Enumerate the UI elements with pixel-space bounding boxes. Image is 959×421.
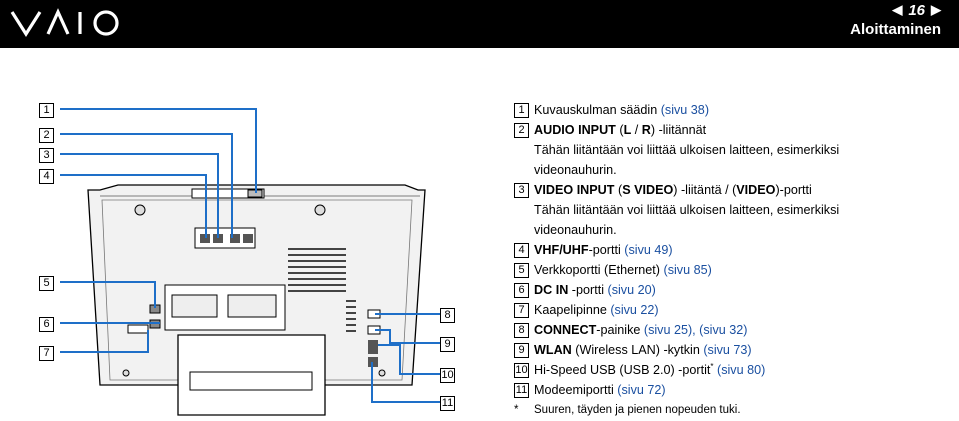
callout-2: 2	[39, 128, 54, 143]
legend-title: Kuvauskulman säädin (sivu 38)	[534, 100, 954, 120]
legend-item-10: 10 Hi-Speed USB (USB 2.0) -portit* (sivu …	[514, 360, 954, 380]
legend-text: VIDEO	[736, 183, 776, 197]
legend-text: R	[641, 123, 651, 137]
legend-item-5: 5 Verkkoportti (Ethernet) (sivu 85)	[514, 260, 954, 280]
legend-number: 9	[514, 343, 529, 358]
callout-5: 5	[39, 276, 54, 291]
page-number: 16	[908, 1, 925, 19]
legend-text: CONNECT	[534, 323, 597, 337]
legend-text: (Wireless LAN) -kytkin	[571, 343, 704, 357]
page-reference-link[interactable]: (sivu 38)	[660, 103, 710, 117]
legend-text: Modeemiportti	[534, 383, 618, 397]
section-title: Aloittaminen	[850, 21, 941, 38]
legend-text: Verkkoportti (Ethernet)	[534, 263, 664, 277]
legend-number: 7	[514, 303, 529, 318]
footnote-marker: *	[710, 361, 714, 371]
legend-title: Verkkoportti (Ethernet) (sivu 85)	[534, 260, 954, 280]
legend-text: L	[623, 123, 632, 137]
callout-4: 4	[39, 169, 54, 184]
legend-title: CONNECT-painike (sivu 25), (sivu 32)	[534, 320, 954, 340]
legend-title: Modeemiportti (sivu 72)	[534, 380, 954, 400]
page-reference-link[interactable]: (sivu 22)	[610, 303, 659, 317]
callout-9: 9	[440, 337, 455, 352]
legend-text: )-portti	[775, 183, 812, 197]
legend-title: VHF/UHF-portti (sivu 49)	[534, 240, 954, 260]
footnote-text: Suuren, täyden ja pienen nopeuden tuki.	[534, 404, 741, 416]
legend-item-11: 11 Modeemiportti (sivu 72)	[514, 380, 954, 400]
legend-number: 4	[514, 243, 529, 258]
legend-item-9: 9 WLAN (Wireless LAN) -kytkin (sivu 73)	[514, 340, 954, 360]
legend-number: 3	[514, 183, 529, 198]
callout-11: 11	[440, 396, 455, 411]
legend-number: 5	[514, 263, 529, 278]
callout-6: 6	[39, 317, 54, 332]
legend-text: -portti	[588, 243, 625, 257]
legend-text: VIDEO INPUT	[534, 183, 615, 197]
legend-text: S VIDEO	[622, 183, 674, 197]
next-page-arrow-icon[interactable]: ▶	[931, 2, 941, 17]
legend-text: ) -liitäntä / (	[673, 183, 737, 197]
page-reference-link[interactable]: (sivu 20)	[607, 283, 656, 297]
legend-title: VIDEO INPUT (S VIDEO) -liitäntä / (VIDEO…	[534, 180, 954, 200]
page-reference-link[interactable]: (sivu 25), (sivu 32)	[643, 323, 748, 337]
callout-8: 8	[440, 308, 455, 323]
legend-description: Tähän liitäntään voi liittää ulkoisen la…	[534, 203, 840, 237]
legend-title: DC IN -portti (sivu 20)	[534, 280, 954, 300]
page-reference-link[interactable]: (sivu 72)	[617, 383, 666, 397]
legend-title: Kaapelipinne (sivu 22)	[534, 300, 954, 320]
legend-text: (	[615, 123, 624, 137]
vaio-logo	[10, 8, 119, 37]
footnote: * Suuren, täyden ja pienen nopeuden tuki.	[514, 400, 954, 420]
legend-text: -painike	[596, 323, 644, 337]
callout-10: 10	[440, 368, 455, 383]
legend-text: (	[614, 183, 623, 197]
legend-text: VHF/UHF	[534, 243, 589, 257]
legend-title: Hi-Speed USB (USB 2.0) -portit* (sivu 80…	[534, 360, 954, 380]
page-reference-link[interactable]: (sivu 85)	[663, 263, 712, 277]
previous-page-arrow-icon[interactable]: ◀	[892, 2, 903, 17]
page-reference-link[interactable]: (sivu 80)	[717, 363, 766, 377]
legend-text: -portti	[568, 283, 608, 297]
legend-number: 10	[514, 363, 529, 378]
legend-number: 8	[514, 323, 529, 338]
footnote-mark: *	[514, 404, 519, 416]
legend-number: 2	[514, 123, 529, 138]
legend-title: WLAN (Wireless LAN) -kytkin (sivu 73)	[534, 340, 954, 360]
legend-item-1: 1 Kuvauskulman säädin (sivu 38)	[514, 100, 954, 120]
page-navigation: ◀ 16 ▶	[892, 1, 941, 19]
legend-number: 1	[514, 103, 529, 118]
legend-text: AUDIO INPUT	[534, 123, 616, 137]
legend-item-6: 6 DC IN -portti (sivu 20)	[514, 280, 954, 300]
callout-1: 1	[39, 103, 54, 118]
legend-text: Hi-Speed USB (USB 2.0) -portit	[534, 363, 711, 377]
legend-item-7: 7 Kaapelipinne (sivu 22)	[514, 300, 954, 320]
legend-text: /	[631, 123, 642, 137]
computer-rear-illustration	[60, 108, 440, 416]
legend-text: ) -liitännät	[650, 123, 707, 137]
callout-legend-list: 1 Kuvauskulman säädin (sivu 38) 2 AUDIO INP…	[514, 100, 954, 420]
page-header: ◀ 16 ▶ Aloittaminen	[0, 0, 959, 48]
legend-text: DC IN	[534, 283, 569, 297]
legend-description: Tähän liitäntään voi liittää ulkoisen la…	[534, 143, 840, 177]
legend-text: Kuvauskulman säädin	[534, 103, 661, 117]
legend-item-8: 8 CONNECT-painike (sivu 25), (sivu 32)	[514, 320, 954, 340]
legend-number: 11	[514, 383, 529, 398]
legend-text: WLAN	[534, 343, 572, 357]
page-reference-link[interactable]: (sivu 73)	[703, 343, 752, 357]
callout-3: 3	[39, 148, 54, 163]
legend-text: Kaapelipinne	[534, 303, 611, 317]
page-reference-link[interactable]: (sivu 49)	[624, 243, 673, 257]
callout-7: 7	[39, 346, 54, 361]
legend-item-4: 4 VHF/UHF-portti (sivu 49)	[514, 240, 954, 260]
legend-title: AUDIO INPUT (L / R) -liitännät	[534, 120, 954, 140]
legend-number: 6	[514, 283, 529, 298]
legend-item-3: 3 VIDEO INPUT (S VIDEO) -liitäntä / (VIDE…	[514, 180, 954, 240]
